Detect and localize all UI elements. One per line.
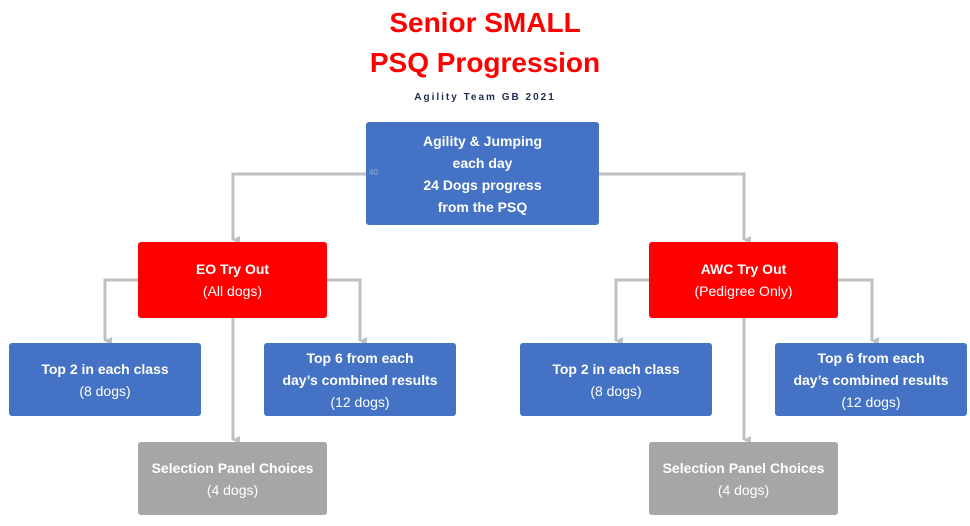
title-line-1: Senior SMALL bbox=[389, 7, 581, 38]
eo-top2-node: Top 2 in each class (8 dogs) bbox=[9, 343, 201, 416]
awc-selection-node: Selection Panel Choices (4 dogs) bbox=[649, 442, 838, 515]
eo-top2-title: Top 2 in each class bbox=[41, 360, 169, 377]
awc-sub: (Pedigree Only) bbox=[694, 283, 793, 299]
eo-selection-title: Selection Panel Choices bbox=[151, 459, 314, 476]
subtitle: Agility Team GB 2021 bbox=[414, 92, 556, 103]
eo-selection-node: Selection Panel Choices (4 dogs) bbox=[138, 442, 327, 515]
eo-sub: (All dogs) bbox=[202, 283, 263, 299]
awc-top2-sub: (8 dogs) bbox=[590, 382, 642, 399]
eo-selection-sub: (4 dogs) bbox=[206, 481, 259, 498]
root-line-4: from the PSQ bbox=[437, 198, 528, 215]
root-tag: 40 bbox=[369, 168, 378, 177]
root-line-1: Agility & Jumping bbox=[423, 132, 542, 149]
eo-top6-node: Top 6 from each day’s combined results (… bbox=[264, 343, 456, 416]
connector-eo-right bbox=[327, 278, 367, 345]
eo-title: EO Try Out bbox=[195, 261, 270, 277]
awc-title: AWC Try Out bbox=[700, 261, 787, 277]
eo-top6-title-1: Top 6 from each bbox=[306, 349, 414, 366]
awc-top6-node: Top 6 from each day’s combined results (… bbox=[775, 343, 967, 416]
eo-top6-title-2: day’s combined results bbox=[282, 371, 438, 388]
awc-selection-title: Selection Panel Choices bbox=[662, 459, 825, 476]
root-line-3: 24 Dogs progress bbox=[423, 176, 542, 193]
title-line-2: PSQ Progression bbox=[369, 47, 601, 78]
connector-root-eo bbox=[231, 172, 366, 244]
awc-tryout-node: AWC Try Out (Pedigree Only) bbox=[649, 242, 838, 318]
connector-awc-right bbox=[838, 278, 879, 345]
root-node: Agility & Jumping each day 24 Dogs progr… bbox=[366, 122, 599, 225]
awc-top6-title-2: day’s combined results bbox=[793, 371, 949, 388]
eo-tryout-node: EO Try Out (All dogs) bbox=[138, 242, 327, 318]
awc-top2-title: Top 2 in each class bbox=[552, 360, 680, 377]
awc-top6-sub: (12 dogs) bbox=[841, 393, 901, 410]
awc-top2-node: Top 2 in each class (8 dogs) bbox=[520, 343, 712, 416]
root-line-2: each day bbox=[452, 154, 513, 171]
eo-top6-sub: (12 dogs) bbox=[330, 393, 390, 410]
awc-top6-title-1: Top 6 from each bbox=[817, 349, 925, 366]
connector-root-awc bbox=[599, 172, 751, 244]
connector-awc-left bbox=[614, 278, 649, 345]
connector-eo-left bbox=[103, 278, 138, 345]
eo-top2-sub: (8 dogs) bbox=[79, 382, 131, 399]
awc-selection-sub: (4 dogs) bbox=[717, 481, 770, 498]
